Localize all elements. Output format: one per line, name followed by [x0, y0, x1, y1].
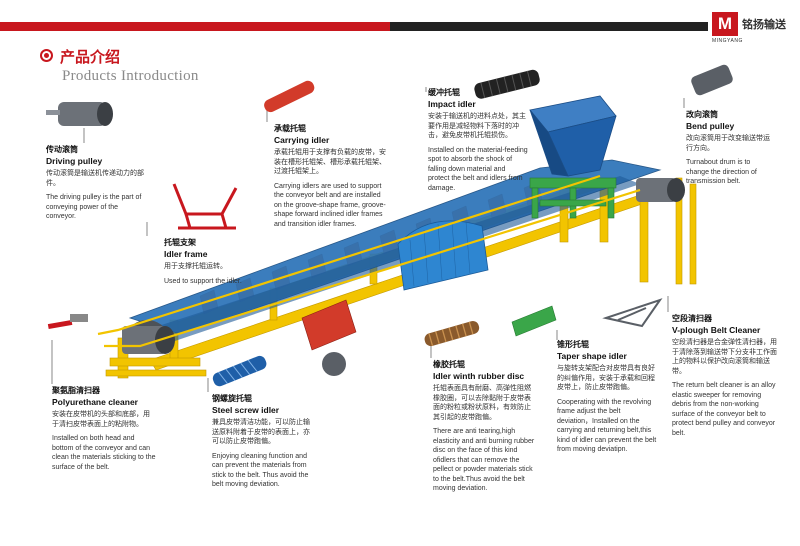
idler-frame-title-en: Idler frame — [164, 249, 208, 259]
bend-pulley-title-cn: 改向滚筒 — [686, 110, 718, 119]
annotation-bend-pulley: 改向滚筒 Bend pulley 改向滚筒用于改变输送带运行方向。 Turnab… — [686, 110, 772, 187]
steel-screw-title-cn: 钢螺旋托辊 — [212, 394, 252, 403]
rubber-disc-desc-cn: 托辊表面具有耐磨、高弹性阻燃橡胶圈，可以去除黏附于皮带表面的粉粒或粉状原料，有效… — [433, 385, 531, 421]
rubber-disc-title-cn: 橡胶托辊 — [433, 360, 465, 369]
logo-mark-icon: M — [712, 12, 738, 36]
annotation-polyurethane-cleaner: 聚氨脂清扫器 Polyurethane cleaner 安装在皮带机的头部和底部… — [52, 386, 156, 472]
driving-pulley-title-en: Driving pulley — [46, 156, 103, 166]
steel-screw-title-en: Steel screw idler — [212, 405, 280, 415]
idler-frame-title-cn: 托辊支架 — [164, 238, 196, 247]
impact-idler-desc-cn: 安装于输送机的进料点处，其主要作用是减轻物料下落时的冲击，避免皮带机托辊损伤。 — [428, 113, 526, 139]
taper-desc-cn: 与旋转支架配合对皮带具有良好的纠偏作用，安装于承载和回程皮带上，防止皮带跑偏。 — [557, 365, 655, 391]
v-plough-desc-en: The return belt cleaner is an alloy elas… — [672, 382, 776, 437]
bend-pulley-desc-en: Turnabout drum is to change the directio… — [686, 159, 757, 185]
steel-screw-desc-cn: 兼具皮带清洁功能，可以防止输送原料附着于皮带的表面上，亦可以防止皮带跑偏。 — [212, 419, 310, 445]
idler-frame-desc-cn: 用于支撑托辊运转。 — [164, 263, 227, 270]
polyurethane-desc-cn: 安装在皮带机的头部和底部，用于清扫皮带表面上的粘附物。 — [52, 411, 150, 428]
annotation-carrying-idler: 承载托辊 Carrying idler 承载托辊用于支撑有负载的皮带，安装在槽形… — [274, 124, 386, 229]
brand-logo: M 铭扬输送 MINGYANG — [712, 12, 792, 44]
carrying-idler-title-en: Carrying idler — [274, 135, 330, 145]
section-title-cn: 产品介绍 — [60, 49, 121, 66]
bend-pulley-desc-cn: 改向滚筒用于改变输送带运行方向。 — [686, 135, 770, 152]
taper-title-cn: 锥形托辊 — [557, 340, 589, 349]
taper-desc-en: Cooperating with the revolving frame adj… — [557, 398, 657, 454]
v-plough-desc-cn: 空段清扫器是合金弹性清扫器，用于清除落到输送带下分支非工作面上的物料以保护改向滚… — [672, 339, 777, 375]
annotation-impact-idler: 缓冲托辊 Impact idler 安装于输送机的进料点处，其主要作用是减轻物料… — [428, 88, 528, 193]
carrying-idler-desc-cn: 承载托辊用于支撑有负载的皮带，安装在槽形托辊架、槽形承载托辊架、过渡托辊架上。 — [274, 149, 386, 175]
idler-frame-desc-en: Used to support the idler. — [164, 277, 242, 285]
brand-name-en: MINGYANG — [712, 38, 743, 44]
impact-idler-title-cn: 缓冲托辊 — [428, 88, 460, 97]
rubber-disc-title-en: Idler winth rubber disc — [433, 371, 525, 381]
polyurethane-desc-en: Installed on both head and bottom of the… — [52, 435, 156, 471]
annotation-taper-idler: 锥形托辊 Taper shape idler 与旋转支架配合对皮带具有良好的纠偏… — [557, 340, 657, 455]
polyurethane-title-en: Polyurethane cleaner — [52, 397, 138, 407]
section-bullet-icon — [40, 49, 53, 62]
annotation-driving-pulley: 传动滚筒 Driving pulley 传动滚筒是输送机传递动力的部件。 The… — [46, 145, 146, 222]
annotation-rubber-disc-idler: 橡胶托辊 Idler winth rubber disc 托辊表面具有耐磨、高弹… — [433, 360, 535, 494]
driving-pulley-desc-cn: 传动滚筒是输送机传递动力的部件。 — [46, 170, 144, 187]
carrying-idler-desc-en: Carrying idlers are used to support the … — [274, 182, 386, 228]
annotation-steel-screw-idler: 钢螺旋托辊 Steel screw idler 兼具皮带清洁功能，可以防止输送原… — [212, 394, 314, 490]
v-plough-title-cn: 空段清扫器 — [672, 314, 712, 323]
carrying-idler-title-cn: 承载托辊 — [274, 124, 306, 133]
annotation-idler-frame: 托辊支架 Idler frame 用于支撑托辊运转。 Used to suppo… — [164, 238, 264, 286]
header-bar-accent — [0, 22, 390, 31]
section-title-en: Products Introduction — [62, 68, 199, 84]
v-plough-title-en: V-plough Belt Cleaner — [672, 325, 761, 335]
rubber-disc-desc-en: There are anti tearing,high elasticity a… — [433, 428, 535, 492]
driving-pulley-title-cn: 传动滚筒 — [46, 145, 78, 154]
polyurethane-title-cn: 聚氨脂清扫器 — [52, 386, 100, 395]
annotation-v-plough: 空段清扫器 V-plough Belt Cleaner 空段清扫器是合金弹性清扫… — [672, 314, 780, 438]
brand-name-cn: 铭扬输送 — [742, 19, 786, 31]
steel-screw-desc-en: Enjoying cleaning function and can preve… — [212, 452, 309, 489]
impact-idler-title-en: Impact idler — [428, 99, 476, 109]
taper-title-en: Taper shape idler — [557, 351, 627, 361]
bend-pulley-title-en: Bend pulley — [686, 121, 735, 131]
driving-pulley-desc-en: The driving pulley is the part of convey… — [46, 194, 142, 220]
impact-idler-desc-en: Installed on the material-feeding spot t… — [428, 146, 528, 192]
